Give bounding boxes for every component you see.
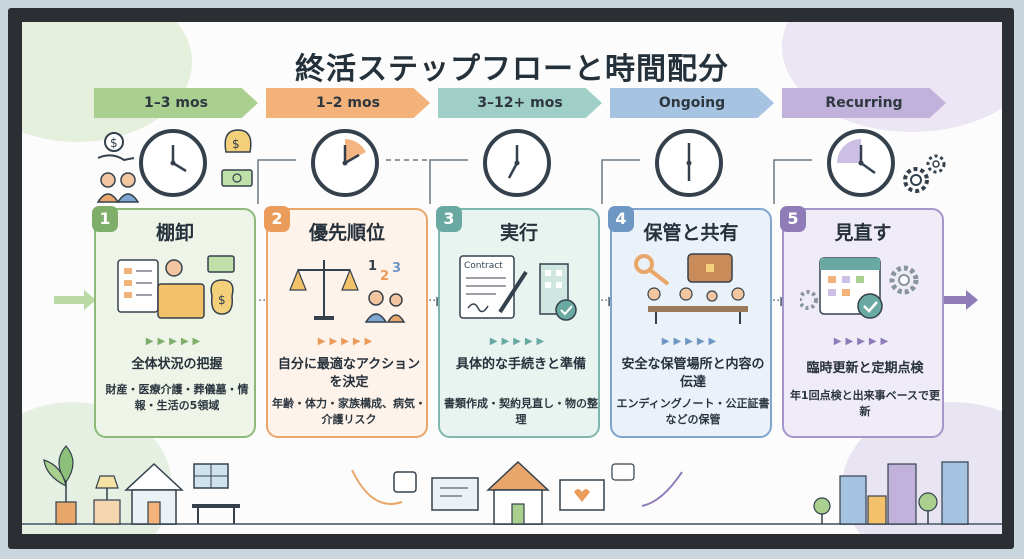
step-card-5: 5 見直す ▶▶▶▶▶ 臨時更新と定期点検 年1回点検と出来事ベースで更新 — [780, 206, 944, 438]
step-card-3: 3 実行 Contract ▶▶▶▶▶ 具体的な手続きと準備 書類作成・契約見直… — [436, 206, 600, 438]
dots-decoration: ▶▶▶▶▶ — [317, 336, 377, 347]
svg-text:1: 1 — [368, 259, 377, 274]
step-subtitle: 臨時更新と定期点検 — [806, 361, 924, 376]
clock-icon-4 — [655, 129, 723, 197]
step-subtitle: 全体状況の把握 — [131, 357, 223, 372]
svg-text:$: $ — [218, 293, 226, 307]
step-subtitle: 具体的な手続きと準備 — [455, 357, 586, 372]
step-heading: 優先順位 — [308, 222, 385, 244]
duration-arrow-4: Ongoing — [610, 88, 774, 118]
svg-text:3: 3 — [392, 261, 401, 276]
infographic-board: 終活ステップフローと時間配分 1–3 mos 1–2 mos 3–12+ mos… — [22, 22, 1002, 534]
calendar-check-gears-icon — [800, 257, 919, 319]
step-heading: 実行 — [499, 222, 538, 244]
step-number-badge: 3 — [436, 206, 462, 232]
step-heading: 保管と共有 — [643, 222, 739, 244]
bottom-scenery — [22, 445, 1002, 525]
step-subtitle: 自分に最適なアクションを決定 — [277, 357, 421, 390]
timeline-connectors — [257, 159, 812, 204]
step-description: 年齢・体力・家族構成、病気・介護リスク — [272, 397, 426, 426]
step-number-badge: 5 — [780, 206, 806, 232]
step-description: エンディングノート・公正証書などの保管 — [616, 397, 770, 426]
step-number-badge: 1 — [92, 206, 118, 232]
svg-text:$: $ — [232, 137, 240, 151]
page-title: 終活ステップフローと時間配分 — [295, 52, 729, 87]
clock-icon-2 — [311, 129, 379, 197]
step-description: 財産・医療介護・葬儀墓・情報・生活の5領域 — [105, 383, 249, 412]
step-card-1: 1 棚卸 $ ▶▶▶▶▶ 全体状況の把握 財産・医療介護・葬儀墓・情報・生活の5… — [92, 206, 256, 438]
step-subtitle: 安全な保管場所と内容の伝達 — [621, 357, 765, 390]
duration-arrow-3: 3–12+ mos — [438, 88, 602, 118]
dots-decoration: ▶▶▶▶▶ — [489, 336, 549, 347]
svg-text:2: 2 — [380, 269, 389, 284]
duration-arrow-1: 1–3 mos — [94, 88, 258, 118]
hand-money-icon: $ — [96, 132, 140, 203]
duration-arrow-5: Recurring — [782, 88, 946, 118]
step-description: 年1回点検と出来事ベースで更新 — [789, 389, 941, 418]
step-description: 書類作成・契約見直し・物の整理 — [444, 397, 598, 426]
svg-text:$: $ — [110, 136, 118, 150]
step-number-badge: 4 — [608, 206, 634, 232]
step-number-badge: 2 — [264, 206, 290, 232]
clock-icon-5 — [827, 129, 895, 197]
step-card-2: 2 優先順位 1 2 3 ▶▶▶▶▶ 自分に最適なアクションを決定 年齢・体力・… — [264, 206, 428, 438]
documents-folder-money-icon: $ — [117, 255, 235, 319]
step-card-4: 4 保管と共有 ▶▶▶▶▶ 安全な保管場所と内容の伝達 エンディングノート・公正… — [608, 206, 772, 438]
step-heading: 見直す — [834, 222, 892, 244]
clock-icon-3 — [483, 129, 551, 197]
dots-decoration: ▶▶▶▶▶ — [661, 336, 721, 347]
duration-arrow-2: 1–2 mos — [266, 88, 430, 118]
contract-label: Contract — [464, 261, 503, 271]
gears-icon — [903, 154, 946, 193]
clock-icon-1 — [139, 129, 207, 197]
scale-family-icon: 1 2 3 — [289, 259, 406, 323]
dots-decoration: ▶▶▶▶▶ — [833, 336, 893, 347]
contract-pen-icon: Contract — [459, 255, 577, 321]
money-bag-icon: $ — [221, 129, 253, 187]
step-heading: 棚卸 — [155, 222, 194, 244]
flow-start-arrow — [54, 290, 96, 310]
dots-decoration: ▶▶▶▶▶ — [145, 336, 205, 347]
key-chest-family-icon — [634, 253, 748, 324]
flow-end-arrow — [942, 290, 978, 310]
